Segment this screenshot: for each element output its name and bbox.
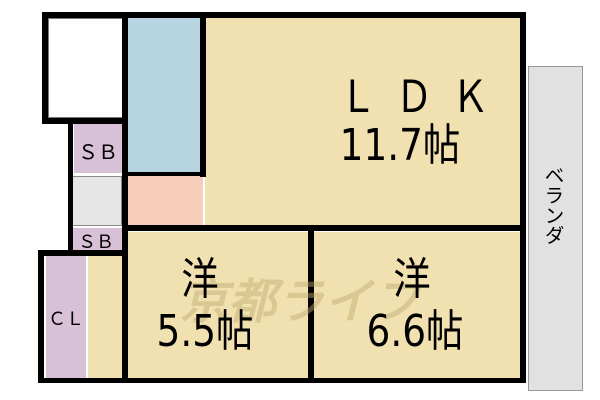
- ldk-size: 11.7帖: [339, 120, 461, 171]
- western-1-label: 洋: [181, 254, 219, 305]
- wall: [200, 12, 206, 177]
- western-2-label: 洋: [393, 254, 431, 305]
- wall: [122, 225, 522, 231]
- balcony-label: ベランダ: [541, 165, 565, 245]
- sb-lower-label: ＳＢ: [78, 232, 114, 253]
- room-ldk: [205, 16, 520, 228]
- wall: [38, 250, 44, 382]
- western-1-size: 5.5帖: [156, 306, 254, 357]
- wall: [42, 118, 126, 124]
- entrance-hall: [128, 176, 203, 226]
- wall: [308, 228, 314, 378]
- wall: [520, 12, 526, 382]
- closet-label: ＣＬ: [48, 309, 84, 330]
- balcony: [528, 66, 583, 391]
- watermark: 京都ライフ: [179, 274, 420, 330]
- wall: [42, 12, 526, 18]
- ldk-label: ＬＤＫ: [339, 72, 508, 123]
- closet: [46, 255, 86, 380]
- wall: [38, 250, 124, 256]
- shoe-area: [70, 176, 122, 226]
- storage-sb-lower: [70, 228, 122, 250]
- wall: [68, 120, 73, 255]
- wall: [42, 12, 48, 124]
- washroom: [128, 16, 203, 176]
- western-2-size: 6.6帖: [366, 306, 464, 357]
- room-western-2: [314, 232, 520, 380]
- wall: [38, 378, 526, 383]
- bath: [48, 18, 124, 118]
- wall: [122, 12, 128, 382]
- storage-sb-upper: [74, 123, 122, 173]
- sb-upper-label: ＳＢ: [78, 140, 118, 164]
- wall: [128, 172, 203, 176]
